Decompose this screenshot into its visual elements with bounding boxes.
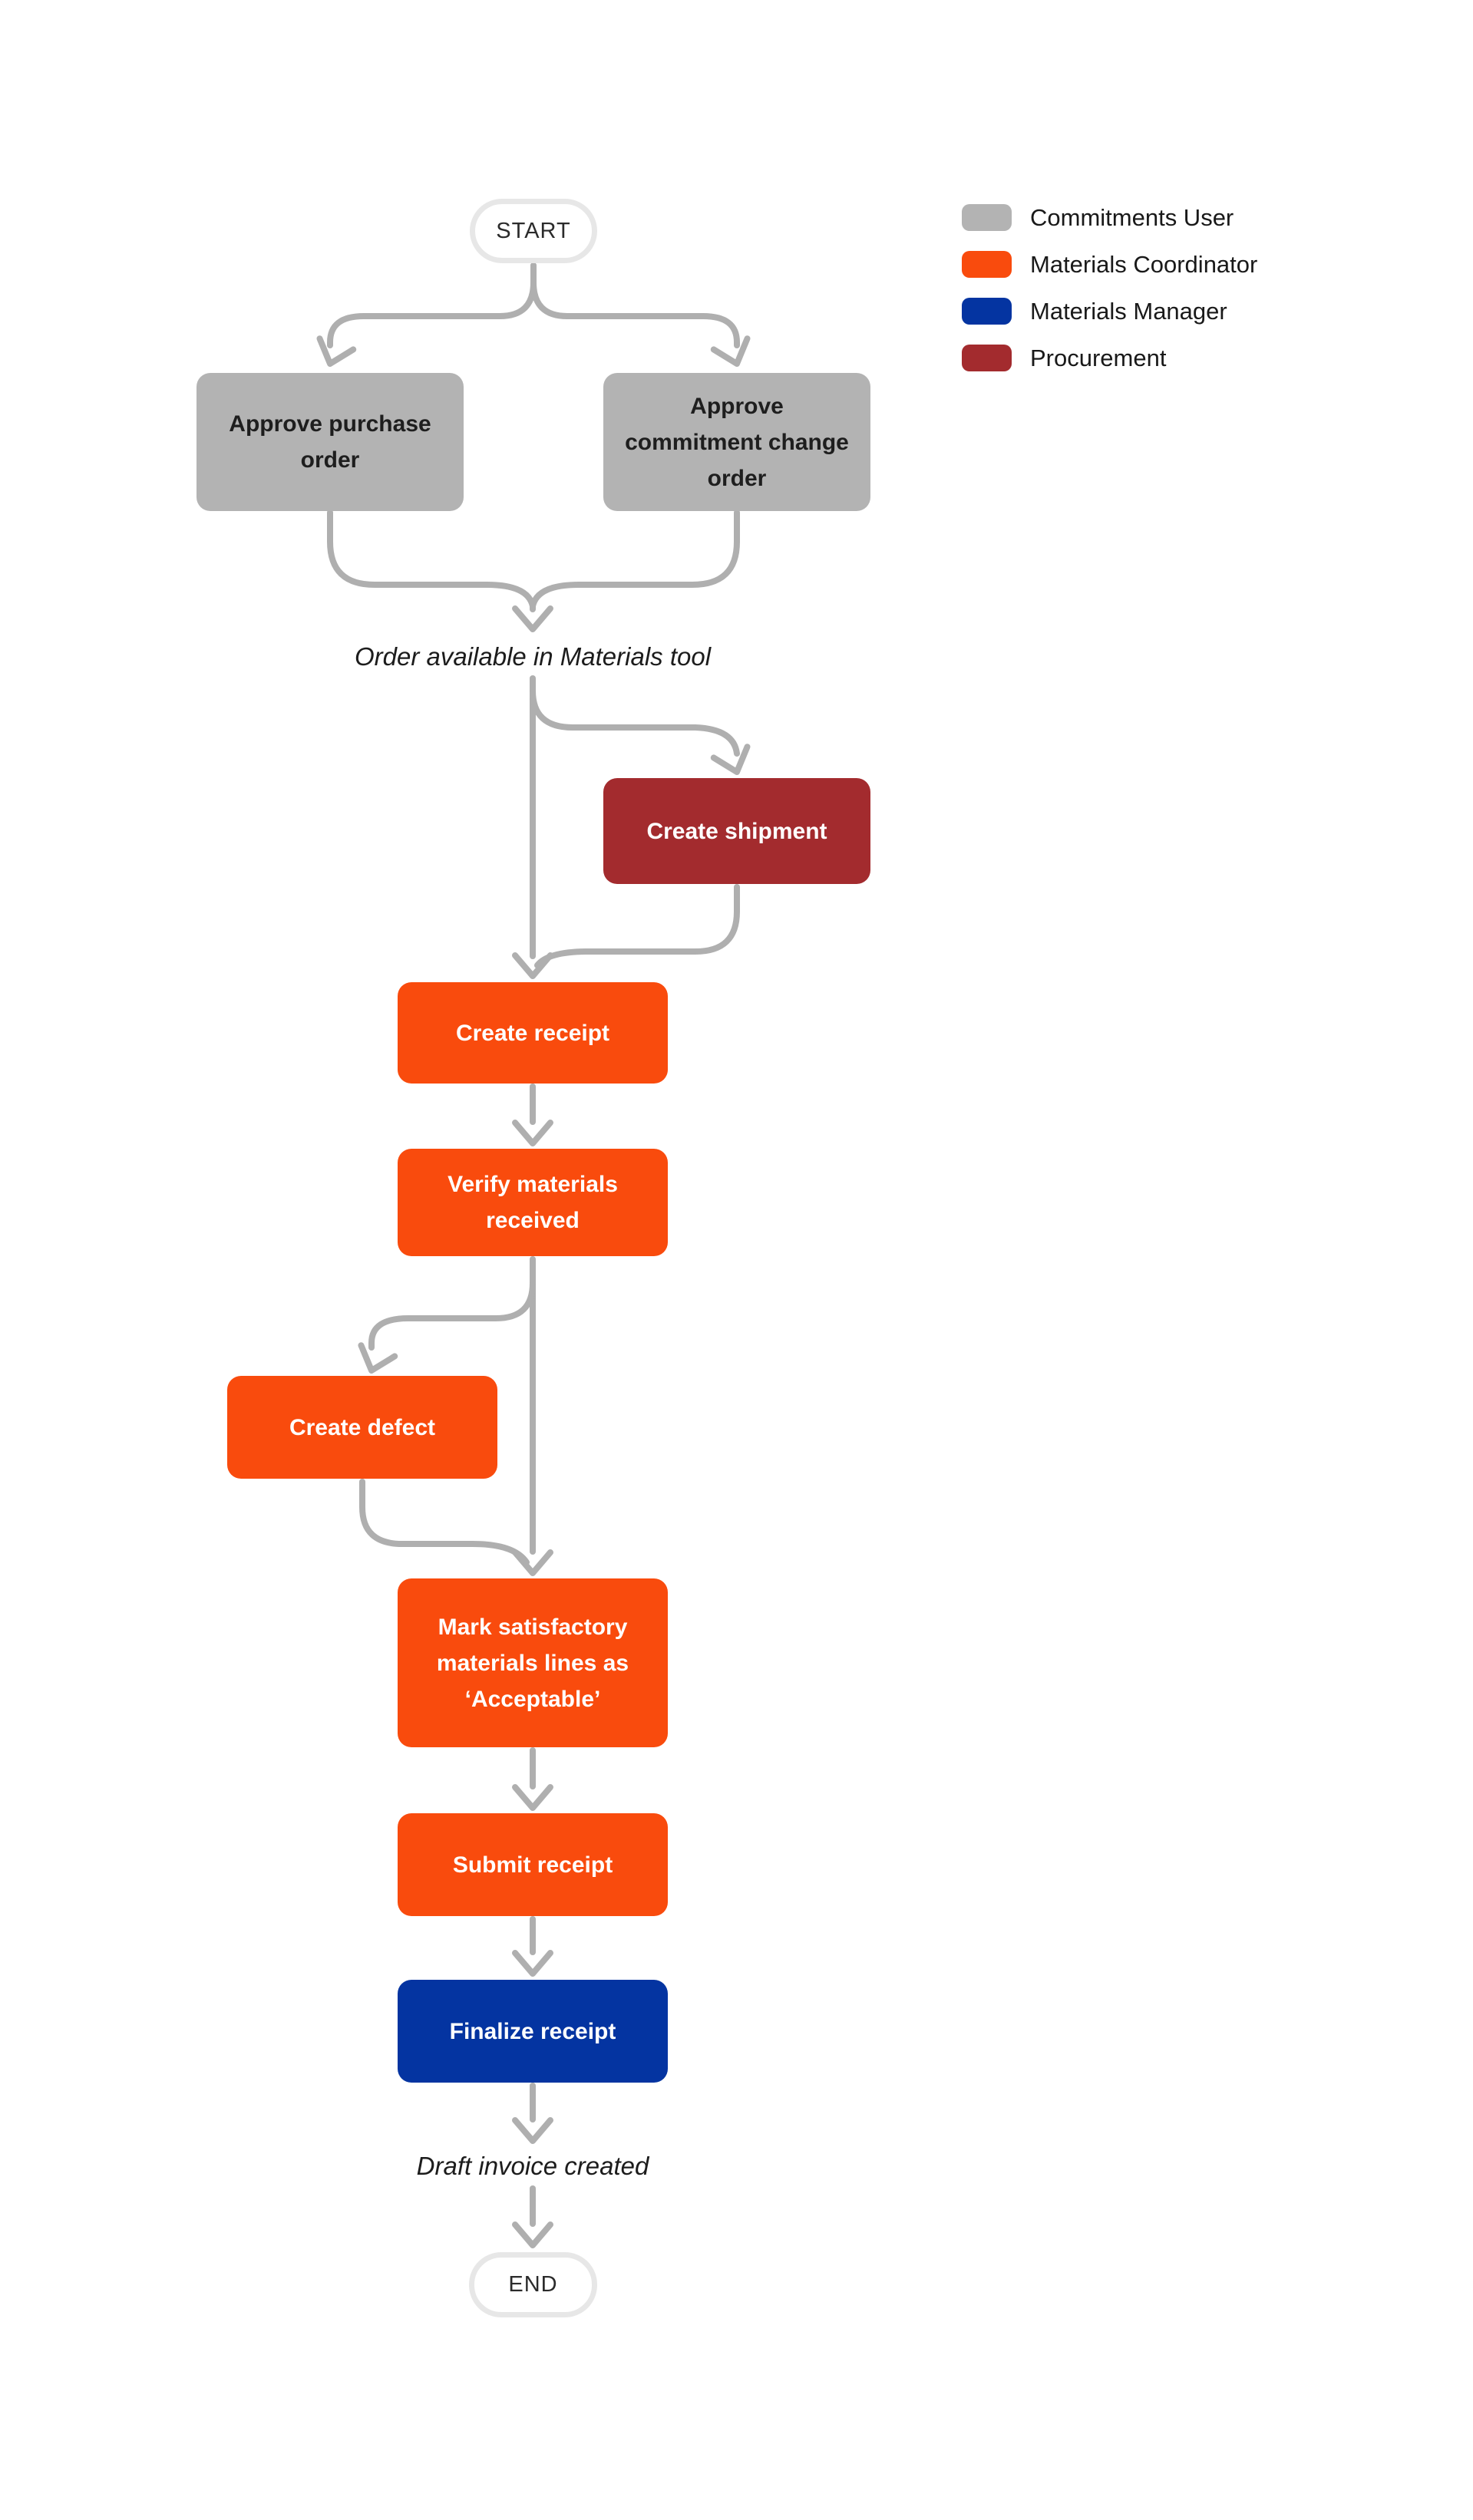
- arrowhead-into-create-shipment: [710, 744, 751, 775]
- connector-branch-to-create-shipment: [530, 688, 740, 757]
- legend-label: Materials Coordinator: [1030, 251, 1258, 278]
- node-create-receipt: Create receipt: [398, 982, 668, 1084]
- node-verify-materials-received: Verify materials received: [398, 1149, 668, 1256]
- connector-branch-to-create-defect: [368, 1280, 536, 1351]
- arrowhead-into-submit: [512, 1784, 553, 1811]
- node-label: Submit receipt: [452, 1852, 613, 1878]
- connector-approve-cco-to-merge: [530, 510, 740, 609]
- arrowhead-into-end: [512, 2221, 553, 2248]
- legend-swatch-procurement: [962, 345, 1012, 371]
- legend: Commitments User Materials Coordinator M…: [962, 204, 1257, 391]
- legend-item-commitments-user: Commitments User: [962, 204, 1257, 231]
- node-label: Create defect: [289, 1414, 436, 1440]
- arrowhead-into-approve-cco: [710, 335, 751, 367]
- arrowhead-into-order-available: [512, 605, 553, 632]
- node-create-shipment: Create shipment: [603, 778, 870, 884]
- legend-swatch-commitments-user: [962, 204, 1012, 231]
- arrowhead-into-create-defect: [358, 1342, 398, 1374]
- node-approve-purchase-order: Approve purchase order: [197, 373, 464, 511]
- node-mark-satisfactory-lines: Mark satisfactory materials lines as ‘Ac…: [398, 1578, 668, 1747]
- node-start: START: [470, 199, 597, 263]
- node-approve-commitment-change-order: Approve commitment change order: [603, 373, 870, 511]
- node-label: Approve commitment change order: [625, 393, 849, 491]
- node-finalize-receipt: Finalize receipt: [398, 1980, 668, 2083]
- legend-item-materials-manager: Materials Manager: [962, 298, 1257, 325]
- arrowhead-into-approve-po: [316, 335, 357, 367]
- node-label: Mark satisfactory materials lines as ‘Ac…: [436, 1614, 629, 1712]
- legend-item-materials-coordinator: Materials Coordinator: [962, 251, 1257, 278]
- connector-create-shipment-return: [534, 884, 740, 968]
- node-label: Approve purchase order: [229, 411, 431, 473]
- start-label: START: [496, 218, 571, 243]
- node-create-defect: Create defect: [227, 1376, 497, 1479]
- arrowhead-into-draft-invoice: [512, 2117, 553, 2144]
- connector-start-to-approve-cco: [530, 262, 740, 348]
- legend-item-procurement: Procurement: [962, 345, 1257, 371]
- node-label: Create receipt: [455, 1020, 610, 1046]
- milestone-order-available: Order available in Materials tool: [354, 642, 712, 671]
- legend-label: Commitments User: [1030, 204, 1234, 231]
- legend-label: Procurement: [1030, 345, 1167, 371]
- connector-create-defect-return: [359, 1479, 530, 1565]
- node-submit-receipt: Submit receipt: [398, 1813, 668, 1916]
- arrowhead-into-verify: [512, 1120, 553, 1146]
- legend-label: Materials Manager: [1030, 298, 1227, 325]
- node-end: END: [469, 2252, 597, 2317]
- milestone-draft-invoice-created: Draft invoice created: [416, 2152, 649, 2180]
- node-label: Verify materials received: [448, 1172, 618, 1233]
- node-label: Finalize receipt: [449, 2018, 616, 2044]
- node-label: Create shipment: [646, 818, 827, 844]
- legend-swatch-materials-manager: [962, 298, 1012, 325]
- connector-start-to-approve-po: [327, 262, 537, 348]
- connector-approve-po-to-merge: [327, 510, 536, 612]
- arrowhead-into-finalize: [512, 1950, 553, 1977]
- end-label: END: [508, 2272, 558, 2297]
- legend-swatch-materials-coordinator: [962, 251, 1012, 278]
